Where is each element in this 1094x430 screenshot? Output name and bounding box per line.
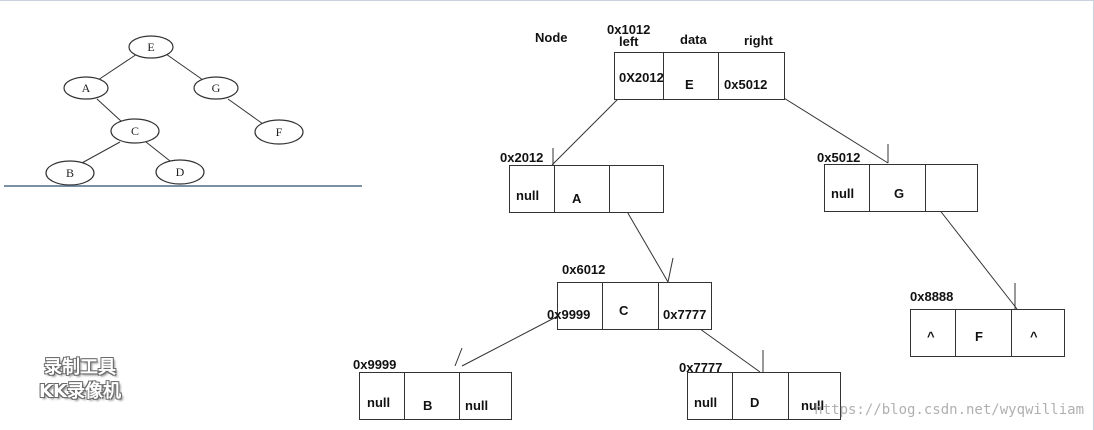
tree-node-c-label: C xyxy=(131,124,139,138)
node-a-box: null A xyxy=(509,165,664,213)
binary-tree-sketch: E A G C F B D xyxy=(4,35,362,187)
tree-node-c: C xyxy=(110,118,160,144)
node-g-left-cell: null xyxy=(825,165,869,211)
node-d-right-cell: null xyxy=(788,373,840,419)
tree-node-d-label: D xyxy=(176,165,185,179)
node-e-left-value: 0X2012 xyxy=(619,70,664,85)
node-a-address: 0x2012 xyxy=(500,150,544,165)
node-c-left-value: 0x9999 xyxy=(547,307,591,322)
node-d-left-value: null xyxy=(694,395,718,410)
right-field-header: right xyxy=(744,33,773,48)
tree-edge-c-d xyxy=(145,141,171,162)
node-f-data-cell: F xyxy=(955,310,1011,356)
tree-node-f: F xyxy=(254,119,304,145)
node-f-right-value: ^ xyxy=(1030,329,1038,344)
data-field-header: data xyxy=(680,32,707,47)
recorder-watermark-line2: KK录像机 xyxy=(39,381,121,402)
recorder-watermark-badge: 录制工具 KK录像机 xyxy=(24,356,136,410)
tree-node-b: B xyxy=(45,160,95,186)
node-b-right-cell: null xyxy=(459,373,511,419)
node-d-address: 0x7777 xyxy=(679,360,723,375)
tree-edge-c-b xyxy=(79,141,121,165)
node-b-address: 0x9999 xyxy=(353,357,397,372)
node-b-left-cell: null xyxy=(360,373,404,419)
node-e-right-cell: 0x5012 xyxy=(718,53,784,99)
tree-node-g: G xyxy=(193,76,239,100)
tree-edge-a-c xyxy=(96,98,123,123)
tree-node-a-label: A xyxy=(82,81,91,95)
pointer-e-to-a xyxy=(551,87,630,166)
tree-node-f-label: F xyxy=(276,125,283,139)
node-e-left-cell: 0X2012 xyxy=(615,53,664,99)
frame-top-border xyxy=(0,0,1094,1)
blog-url-watermark: https://blog.csdn.net/wyqwilliam xyxy=(814,402,1084,418)
node-d-data-value: D xyxy=(750,395,760,410)
node-e-data-cell: E xyxy=(663,53,718,99)
node-f-address: 0x8888 xyxy=(910,289,954,304)
node-g-box: null G xyxy=(824,164,978,212)
node-b-left-value: null xyxy=(367,395,391,410)
node-c-address: 0x6012 xyxy=(562,262,606,277)
node-b-data-value: B xyxy=(423,398,433,413)
node-f-left-cell: ^ xyxy=(911,310,955,356)
node-b-box: null B null xyxy=(359,372,512,420)
tree-node-d: D xyxy=(155,159,205,185)
node-b-right-value: null xyxy=(465,398,489,413)
tree-edge-e-g xyxy=(165,53,204,81)
node-f-right-cell: ^ xyxy=(1011,310,1064,356)
tree-node-b-label: B xyxy=(66,166,74,180)
node-d-data-cell: D xyxy=(732,373,788,419)
node-c-right-value: 0x7777 xyxy=(663,307,707,322)
node-a-data-value: A xyxy=(572,191,582,206)
node-g-right-cell xyxy=(925,165,977,211)
node-f-left-value: ^ xyxy=(927,329,935,344)
node-e-right-value: 0x5012 xyxy=(724,77,768,92)
node-g-address: 0x5012 xyxy=(817,150,861,165)
tree-edge-e-a xyxy=(97,53,138,81)
tree-node-e: E xyxy=(128,35,174,59)
tree-node-e-label: E xyxy=(147,40,154,54)
node-f-data-value: F xyxy=(975,329,983,344)
tree-node-a: A xyxy=(63,76,109,100)
node-g-data-cell: G xyxy=(869,165,925,211)
node-d-box: null D null xyxy=(687,372,841,420)
node-e-address: 0x1012 xyxy=(607,22,651,37)
pointer-tick-c xyxy=(667,257,674,283)
tree-edge-g-f xyxy=(227,98,264,125)
node-d-left-cell: null xyxy=(688,373,732,419)
node-c-left-cell: 0x9999 xyxy=(547,283,602,329)
node-a-data-cell: A xyxy=(554,166,609,212)
node-d-right-value: null xyxy=(801,398,825,413)
node-a-left-value: null xyxy=(516,188,540,203)
node-e-data-value: E xyxy=(685,77,694,92)
pointer-tick-b xyxy=(454,347,463,367)
node-b-data-cell: B xyxy=(404,373,459,419)
tree-node-g-label: G xyxy=(212,81,221,95)
node-header-label: Node xyxy=(535,30,568,45)
recorder-watermark-line1: 录制工具 xyxy=(44,357,116,378)
node-g-data-value: G xyxy=(894,186,905,201)
node-g-left-value: null xyxy=(831,186,855,201)
node-c-data-cell: C xyxy=(602,283,658,329)
node-a-right-cell xyxy=(609,166,663,212)
node-c-right-cell: 0x7777 xyxy=(658,283,711,329)
node-c-data-value: C xyxy=(619,303,629,318)
node-f-box: ^ F ^ xyxy=(910,309,1065,357)
node-e-box: 0X2012 E 0x5012 xyxy=(614,52,785,100)
node-a-left-cell: null xyxy=(510,166,554,212)
pointer-c-to-b xyxy=(461,315,559,367)
left-field-header: left xyxy=(619,34,639,49)
node-c-box: 0x9999 C 0x7777 xyxy=(547,282,712,330)
